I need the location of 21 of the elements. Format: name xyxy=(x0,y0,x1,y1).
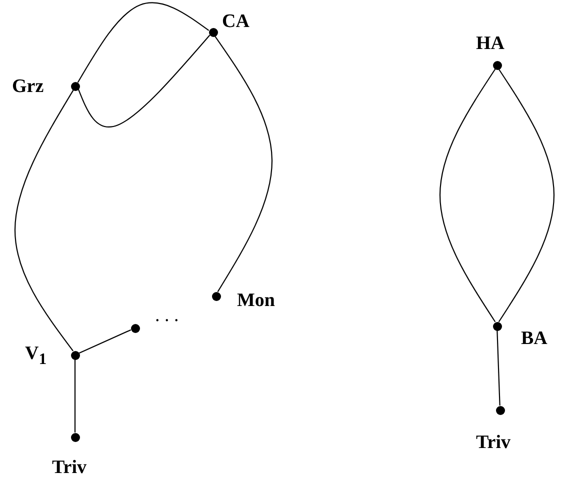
vertex-dot xyxy=(130,324,140,332)
graph-edge xyxy=(214,36,273,292)
vertex-label: V$_{1}$ xyxy=(25,344,47,368)
graph-edge xyxy=(439,68,496,322)
vertex-label: Triv xyxy=(476,433,510,452)
graph-edge xyxy=(78,34,210,128)
graph-edge xyxy=(496,330,500,406)
graph-edge xyxy=(74,360,76,432)
vertex-label: CA xyxy=(222,12,250,31)
vertex-label: Grz xyxy=(12,77,44,96)
graph-edge xyxy=(78,329,132,354)
vertex-label: HA xyxy=(476,34,504,53)
ellipsis: . . . xyxy=(155,306,179,325)
vertex-label: Triv xyxy=(52,458,86,477)
graph-edge xyxy=(77,2,210,83)
labeled-vertex xyxy=(208,12,250,36)
labeled-vertex xyxy=(476,34,504,70)
graph-edge xyxy=(14,90,74,352)
graph-edge xyxy=(498,68,555,322)
vertex-label: BA xyxy=(521,329,548,348)
vertex-label: Mon xyxy=(237,291,275,310)
